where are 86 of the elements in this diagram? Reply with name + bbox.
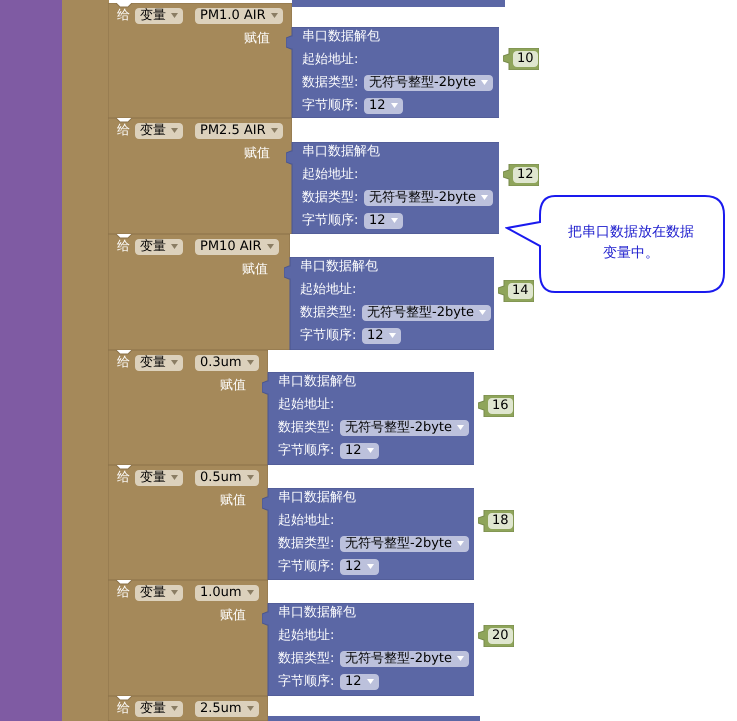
variable-dropdown: 变量 — [135, 470, 183, 486]
value-block — [268, 716, 480, 721]
assign-block — [108, 696, 268, 721]
number-block — [498, 280, 534, 302]
field-label: 数据类型: — [278, 651, 334, 667]
number-block — [503, 48, 539, 70]
order-dropdown: 12 — [340, 559, 379, 575]
value-block — [292, 0, 505, 7]
type-dropdown: 无符号整型-2byte — [340, 536, 470, 552]
block-title: 串口数据解包 — [278, 490, 356, 506]
callout-text: 把串口数据放在数据变量中。 — [567, 223, 695, 263]
input-label: 赋值 — [244, 31, 270, 47]
block-label: 给 — [117, 585, 130, 601]
variable-dropdown: PM1.0 AIR — [195, 8, 283, 24]
type-dropdown: 无符号整型-2byte — [340, 651, 470, 667]
block-label: 给 — [117, 701, 130, 717]
variable-dropdown: 1.0um — [195, 585, 259, 601]
field-label: 数据类型: — [278, 420, 334, 436]
block-label: 给 — [117, 355, 130, 371]
input-label: 赋值 — [220, 493, 246, 509]
block-label: 给 — [117, 470, 130, 486]
field-label: 数据类型: — [300, 305, 356, 321]
field-label: 起始地址: — [278, 628, 334, 644]
field-label: 起始地址: — [302, 167, 358, 183]
variable-dropdown: 变量 — [135, 123, 183, 139]
order-dropdown: 12 — [340, 674, 379, 690]
assign-block — [108, 118, 292, 234]
type-dropdown: 无符号整型-2byte — [340, 420, 470, 436]
field-label: 数据类型: — [278, 536, 334, 552]
number-field: 14 — [508, 283, 533, 299]
block-label: 给 — [117, 123, 130, 139]
number-block — [478, 510, 514, 532]
number-field: 16 — [488, 398, 513, 414]
field-label: 字节顺序: — [302, 98, 358, 114]
assign-block — [108, 234, 290, 350]
variable-dropdown: 0.3um — [195, 355, 259, 371]
block-label: 给 — [117, 8, 130, 24]
number-field: 18 — [488, 513, 513, 529]
block-title: 串口数据解包 — [278, 605, 356, 621]
input-label: 赋值 — [242, 262, 268, 278]
field-label: 字节顺序: — [300, 328, 356, 344]
variable-dropdown: 2.5um — [195, 701, 259, 717]
variable-dropdown: 变量 — [135, 355, 183, 371]
field-label: 字节顺序: — [278, 559, 334, 575]
order-dropdown: 12 — [362, 328, 401, 344]
field-label: 起始地址: — [278, 397, 334, 413]
field-label: 起始地址: — [300, 282, 356, 298]
type-dropdown: 无符号整型-2byte — [362, 305, 492, 321]
block-title: 串口数据解包 — [302, 29, 380, 45]
input-label: 赋值 — [220, 378, 246, 394]
field-label: 数据类型: — [302, 75, 358, 91]
number-field: 20 — [488, 628, 513, 644]
number-field: 12 — [513, 167, 538, 183]
number-field: 10 — [513, 51, 538, 67]
variable-dropdown: 0.5um — [195, 470, 259, 486]
order-dropdown: 12 — [340, 443, 379, 459]
field-label: 字节顺序: — [278, 443, 334, 459]
callout-bubble — [505, 194, 727, 294]
block-title: 串口数据解包 — [278, 374, 356, 390]
variable-dropdown: PM2.5 AIR — [195, 123, 283, 139]
field-label: 起始地址: — [302, 52, 358, 68]
number-block — [478, 625, 514, 647]
type-dropdown: 无符号整型-2byte — [364, 190, 494, 206]
field-label: 起始地址: — [278, 513, 334, 529]
assign-block — [108, 3, 292, 118]
block-title: 串口数据解包 — [302, 144, 380, 160]
input-label: 赋值 — [244, 146, 270, 162]
field-label: 数据类型: — [302, 190, 358, 206]
block-title: 串口数据解包 — [300, 259, 378, 275]
variable-dropdown: 变量 — [135, 585, 183, 601]
type-dropdown: 无符号整型-2byte — [364, 75, 494, 91]
field-label: 字节顺序: — [302, 213, 358, 229]
number-block — [478, 395, 514, 417]
input-label: 赋值 — [220, 608, 246, 624]
block-label: 给 — [117, 239, 130, 255]
assign-block — [108, 580, 268, 696]
number-block — [503, 164, 539, 186]
variable-dropdown: PM10 AIR — [195, 239, 278, 255]
assign-block — [108, 465, 268, 580]
order-dropdown: 12 — [364, 213, 403, 229]
order-dropdown: 12 — [364, 98, 403, 114]
field-label: 字节顺序: — [278, 674, 334, 690]
variable-dropdown: 变量 — [135, 701, 183, 717]
variable-dropdown: 变量 — [135, 8, 183, 24]
assign-block — [108, 350, 268, 465]
variable-dropdown: 变量 — [135, 239, 183, 255]
